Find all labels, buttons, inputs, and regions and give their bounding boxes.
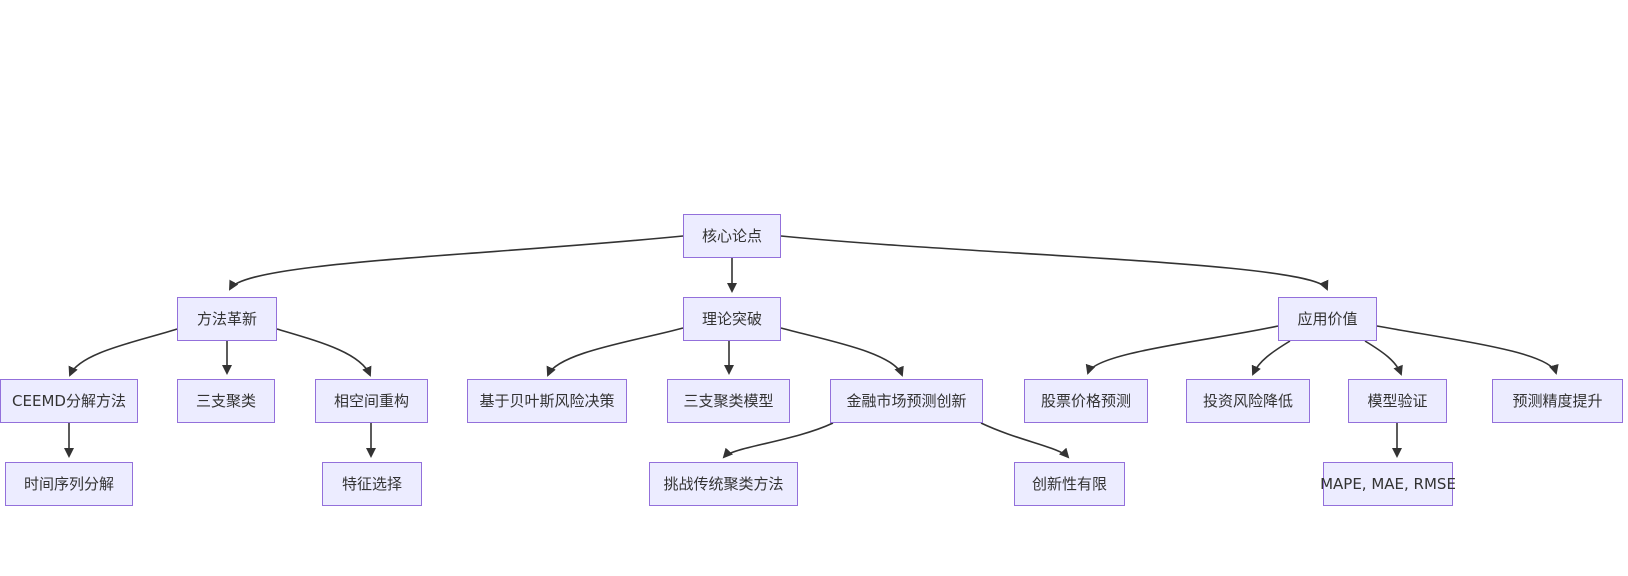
node-application-value: 应用价值 — [1278, 297, 1377, 341]
edge-method-phasespace — [276, 328, 372, 377]
node-core-thesis: 核心论点 — [683, 214, 781, 258]
node-limited-innovation: 创新性有限 — [1014, 462, 1125, 506]
edge-method-ceemd — [68, 328, 178, 377]
edge-application-risk — [1251, 340, 1291, 376]
node-model-validation: 模型验证 — [1348, 379, 1447, 423]
node-method-innovation: 方法革新 — [177, 297, 277, 341]
node-theory-breakthrough: 理论突破 — [683, 297, 781, 341]
node-investment-risk-reduction: 投资风险降低 — [1186, 379, 1310, 423]
node-phase-space-reconstruction: 相空间重构 — [315, 379, 428, 423]
node-time-series-decomposition: 时间序列分解 — [5, 462, 133, 506]
node-challenge-traditional-clustering: 挑战传统聚类方法 — [649, 462, 798, 506]
edge-core-application — [780, 235, 1329, 291]
node-evaluation-metrics: MAPE, MAE, RMSE — [1320, 462, 1456, 506]
edge-application-validation — [1364, 340, 1403, 376]
edge-core-method — [229, 235, 684, 291]
node-bayesian-risk-decision: 基于贝叶斯风险决策 — [467, 379, 627, 423]
node-ceemd-decomposition: CEEMD分解方法 — [0, 379, 138, 423]
edge-theory-finmarket — [780, 327, 904, 377]
node-prediction-accuracy-improvement: 预测精度提升 — [1492, 379, 1623, 423]
node-financial-market-prediction-innovation: 金融市场预测创新 — [830, 379, 983, 423]
edge-finmarket-challenge — [722, 422, 834, 459]
node-feature-selection: 特征选择 — [322, 462, 422, 506]
edge-application-stock — [1085, 325, 1279, 375]
node-three-way-clustering-model: 三支聚类模型 — [667, 379, 790, 423]
edge-finmarket-limited — [980, 422, 1070, 459]
node-three-way-clustering: 三支聚类 — [177, 379, 275, 423]
node-stock-price-prediction: 股票价格预测 — [1024, 379, 1148, 423]
edge-theory-bayes — [546, 327, 684, 377]
edge-application-accuracy — [1376, 325, 1559, 375]
